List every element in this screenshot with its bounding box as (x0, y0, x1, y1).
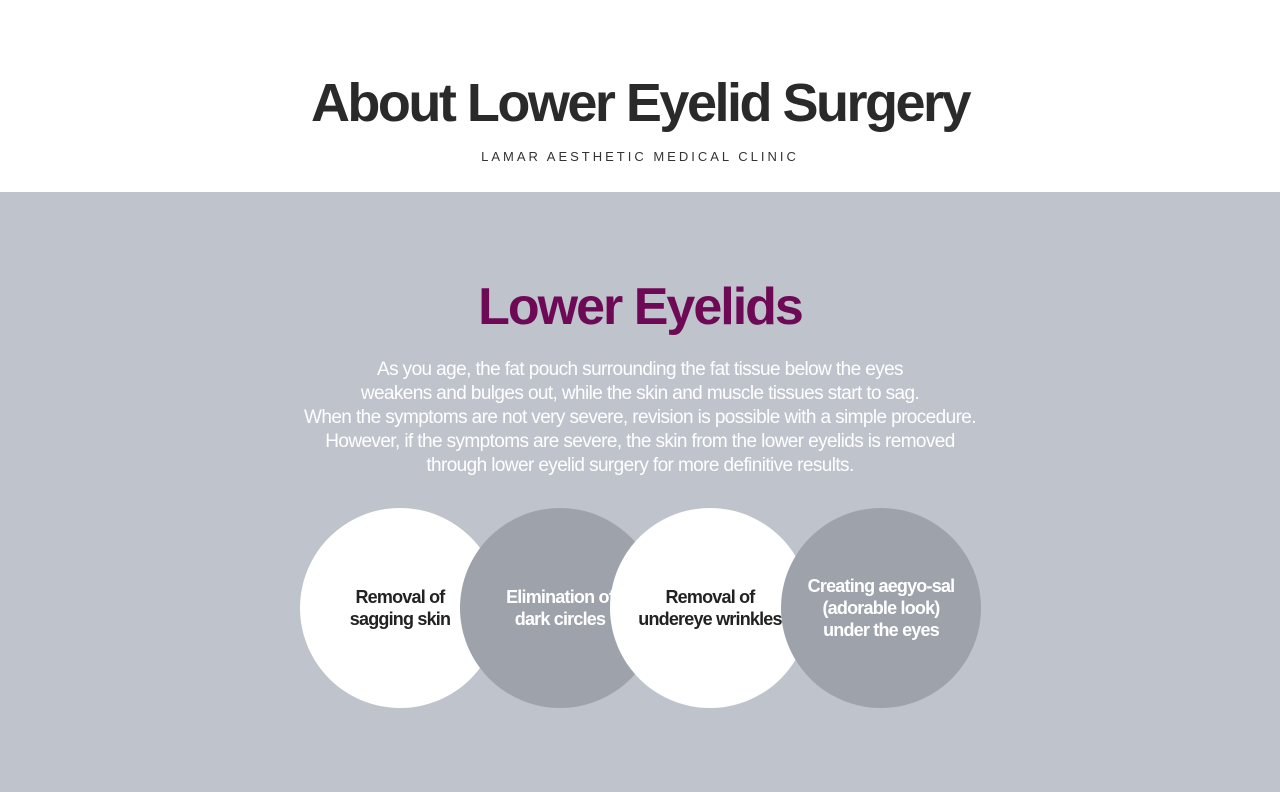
lower-eyelids-section: Lower Eyelids As you age, the fat pouch … (0, 192, 1280, 792)
benefit-label-line: (adorable look) (822, 598, 940, 618)
section-description: As you age, the fat pouch surrounding th… (240, 358, 1040, 478)
benefit-label-line: under the eyes (823, 620, 940, 640)
description-line: weakens and bulges out, while the skin a… (360, 383, 920, 404)
benefit-label-line: Removal of (665, 587, 755, 607)
description-line: When the symptoms are not very severe, r… (304, 407, 977, 428)
page-title: About Lower Eyelid Surgery (310, 73, 972, 133)
benefit-circle-aegyo-sal: Creating aegyo-sal (adorable look) under… (781, 508, 981, 708)
benefit-label-line: dark circles (514, 609, 606, 629)
benefit-label-line: Creating aegyo-sal (807, 576, 955, 596)
clinic-name: LAMAR AESTHETIC MEDICAL CLINIC (481, 149, 799, 164)
benefit-label: Removal of undereye wrinkles (638, 586, 782, 630)
benefit-circle-undereye-wrinkles: Removal of undereye wrinkles (610, 508, 810, 708)
benefit-label: Removal of sagging skin (349, 586, 451, 630)
description-line: However, if the symptoms are severe, the… (325, 431, 955, 452)
description-line: through lower eyelid surgery for more de… (426, 455, 854, 476)
benefit-label-line: undereye wrinkles (638, 609, 782, 629)
benefit-label-line: Elimination of (506, 587, 615, 607)
benefit-label-line: Removal of (355, 587, 445, 607)
benefit-label-line: sagging skin (349, 609, 451, 629)
benefit-label: Elimination of dark circles (506, 586, 615, 630)
section-title: Lower Eyelids (478, 278, 804, 336)
benefit-label: Creating aegyo-sal (adorable look) under… (808, 575, 955, 641)
description-line: As you age, the fat pouch surrounding th… (377, 359, 904, 380)
page-header: About Lower Eyelid Surgery LAMAR AESTHET… (0, 0, 1280, 192)
